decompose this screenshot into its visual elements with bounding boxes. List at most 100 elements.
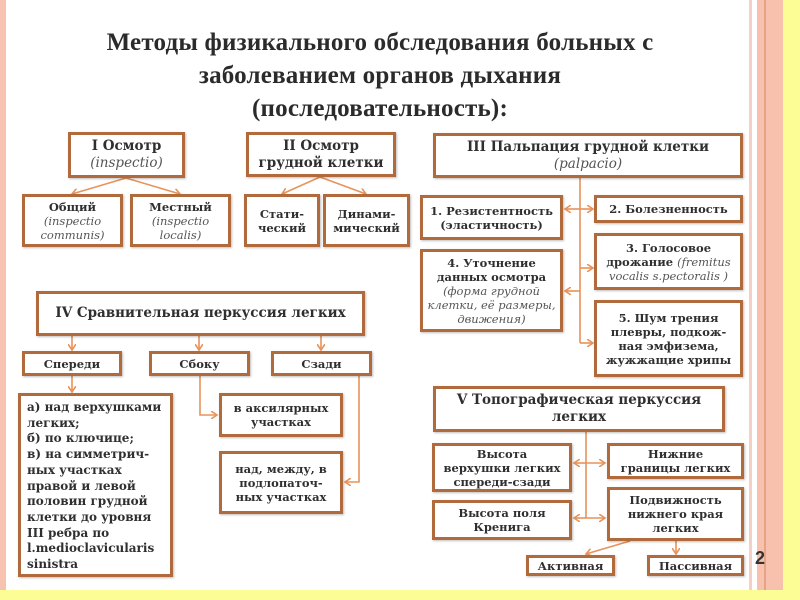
topographic-title-1: V Топографическая перкуссия bbox=[456, 392, 702, 408]
friction-line-4: жужжащие хрипы bbox=[605, 352, 732, 367]
active-label: Активная bbox=[537, 558, 604, 573]
static-line-2: ческий bbox=[257, 220, 307, 235]
title-line-2: заболеванием органов дыхания bbox=[198, 62, 562, 89]
box-tenderness: 2. Болезненность bbox=[594, 195, 743, 223]
resistance-line-2: (эластичность) bbox=[440, 217, 543, 232]
box-comparative-percussion: IV Сравнительная перкуссия легких bbox=[36, 291, 365, 336]
mobility-line-3: легких bbox=[652, 521, 699, 535]
local-latin-2: localis) bbox=[159, 227, 202, 242]
arrow-chest-to-dynamic bbox=[319, 176, 366, 194]
palpation-title: III Пальпация грудной клетки bbox=[466, 138, 710, 155]
box-inspection: I Осмотр (inspectio) bbox=[68, 132, 185, 178]
dynamic-line-1: Динами- bbox=[337, 206, 396, 221]
front-detail-line: в) на симметрич- bbox=[27, 447, 150, 462]
box-local-inspection: Местный (inspectio localis) bbox=[130, 194, 231, 247]
dynamic-line-2: мический bbox=[333, 220, 400, 235]
box-refinement: 4. Уточнение данных осмотра (форма грудн… bbox=[420, 249, 563, 332]
box-pleural-friction: 5. Шум трения плевры, подкож- ная эмфизе… bbox=[594, 300, 743, 377]
box-apex-height: Высота верхушки легких спереди-сзади bbox=[432, 443, 572, 492]
palpation-latin: (palpacio) bbox=[553, 155, 623, 172]
front-detail-line: половин грудной bbox=[27, 494, 148, 509]
front-detail-line: б) по ключице; bbox=[27, 431, 134, 446]
fremitus-line-1: 3. Голосовое bbox=[625, 240, 712, 255]
comparative-title: IV Сравнительная перкуссия легких bbox=[55, 305, 346, 321]
front-label: Спереди bbox=[43, 356, 101, 371]
box-chest-inspection: II Осмотр грудной клетки bbox=[246, 132, 396, 177]
slide-title: Методы физикального обследования больных… bbox=[20, 26, 740, 125]
fremitus-line-2: дрожание bbox=[606, 254, 674, 269]
general-latin-1: (inspectio bbox=[43, 213, 102, 228]
chest-title-1: II Осмотр bbox=[283, 137, 359, 154]
scapular-line-1: над, между, в bbox=[235, 461, 327, 476]
topographic-title-2: легких bbox=[551, 409, 607, 425]
kroenig-line-1: Высота поля bbox=[458, 506, 546, 520]
friction-line-2: плевры, подкож- bbox=[610, 324, 727, 339]
box-dynamic: Динами- мический bbox=[323, 194, 410, 247]
passive-label: Пассивная bbox=[658, 558, 733, 573]
box-scapular: над, между, в подлопаточ- ных участках bbox=[219, 451, 343, 514]
refinement-note-1: (форма грудной bbox=[443, 283, 540, 298]
mobility-line-1: Подвижность bbox=[629, 493, 722, 507]
general-latin-2: communis) bbox=[40, 227, 105, 242]
right-border-stripe bbox=[757, 0, 783, 600]
tenderness-label: 2. Болезненность bbox=[609, 202, 728, 216]
arrow-back-to-scapular bbox=[345, 376, 360, 482]
scapular-line-3: ных участках bbox=[235, 489, 327, 504]
back-label: Сзади bbox=[301, 356, 342, 371]
lower-line-2: границы легких bbox=[620, 461, 731, 475]
refinement-note-2: клетки, её размеры, bbox=[427, 297, 556, 312]
scapular-line-2: подлопаточ- bbox=[239, 475, 323, 490]
arrow-osmotr-to-general bbox=[72, 177, 127, 194]
fremitus-latin-b: vocalis s.pectoralis ) bbox=[608, 268, 729, 283]
front-detail-line: легких; bbox=[27, 415, 80, 430]
apex-line-1: Высота bbox=[476, 446, 528, 461]
local-latin-1: (inspectio bbox=[151, 213, 210, 228]
right-border-stripe-thin bbox=[749, 0, 752, 600]
box-front: Спереди bbox=[22, 351, 122, 376]
slide-number: 2 bbox=[755, 548, 766, 568]
front-detail-line: ных участках bbox=[27, 462, 122, 477]
general-title: Общий bbox=[48, 199, 97, 214]
box-lower-borders: Нижние границы легких bbox=[607, 443, 744, 479]
box-back: Сзади bbox=[271, 351, 372, 376]
refinement-line-2: данных осмотра bbox=[436, 269, 547, 284]
apex-line-2: верхушки легких bbox=[443, 460, 561, 475]
box-active: Активная bbox=[526, 555, 615, 576]
box-passive: Пассивная bbox=[647, 555, 744, 576]
axillary-line-1: в аксилярных bbox=[233, 401, 329, 415]
arrow-chest-to-static bbox=[282, 176, 321, 194]
front-detail-line: sinistra bbox=[27, 557, 78, 572]
friction-line-1: 5. Шум трения bbox=[618, 310, 719, 325]
box-vocal-fremitus: 3. Голосовое дрожание (fremitus vocalis … bbox=[594, 233, 743, 290]
box-resistance: 1. Резистентность (эластичность) bbox=[420, 195, 563, 240]
refinement-note-3: движения) bbox=[457, 311, 526, 326]
inspection-latin: (inspectio) bbox=[90, 155, 163, 171]
fremitus-latin-a: (fremitus bbox=[677, 254, 731, 269]
inspection-title: I Осмотр bbox=[91, 138, 162, 154]
front-detail-line: III ребра по bbox=[27, 525, 110, 540]
arrow-osmotr-to-local bbox=[125, 177, 180, 194]
apex-line-3: спереди-сзади bbox=[453, 474, 551, 489]
box-topographic-percussion: V Топографическая перкуссия легких bbox=[433, 386, 725, 432]
front-detail-line: а) над верхушками bbox=[27, 400, 162, 414]
box-static: Стати- ческий bbox=[244, 194, 320, 247]
box-lower-edge-mobility: Подвижность нижнего края легких bbox=[607, 487, 744, 541]
side-label: Сбоку bbox=[179, 356, 220, 371]
left-border-stripe bbox=[0, 0, 6, 600]
bottom-yellow-band bbox=[0, 590, 800, 600]
static-line-1: Стати- bbox=[259, 206, 305, 221]
box-general-inspection: Общий (inspectio communis) bbox=[22, 194, 123, 247]
box-palpation: III Пальпация грудной клетки (palpacio) bbox=[433, 133, 743, 178]
refinement-line-1: 4. Уточнение bbox=[447, 255, 536, 270]
box-front-details: а) над верхушками легких; б) по ключице;… bbox=[18, 393, 173, 577]
front-detail-line: правой и левой bbox=[27, 478, 136, 493]
resistance-line-1: 1. Резистентность bbox=[430, 203, 553, 218]
kroenig-line-2: Кренига bbox=[473, 520, 531, 534]
axillary-line-2: участках bbox=[251, 415, 311, 429]
title-line-3: (последовательность): bbox=[252, 95, 508, 122]
lower-line-1: Нижние bbox=[647, 447, 704, 461]
title-line-1: Методы физикального обследования больных… bbox=[106, 29, 654, 56]
box-axillary: в аксилярных участках bbox=[219, 393, 343, 437]
mobility-line-2: нижнего края bbox=[627, 507, 724, 521]
